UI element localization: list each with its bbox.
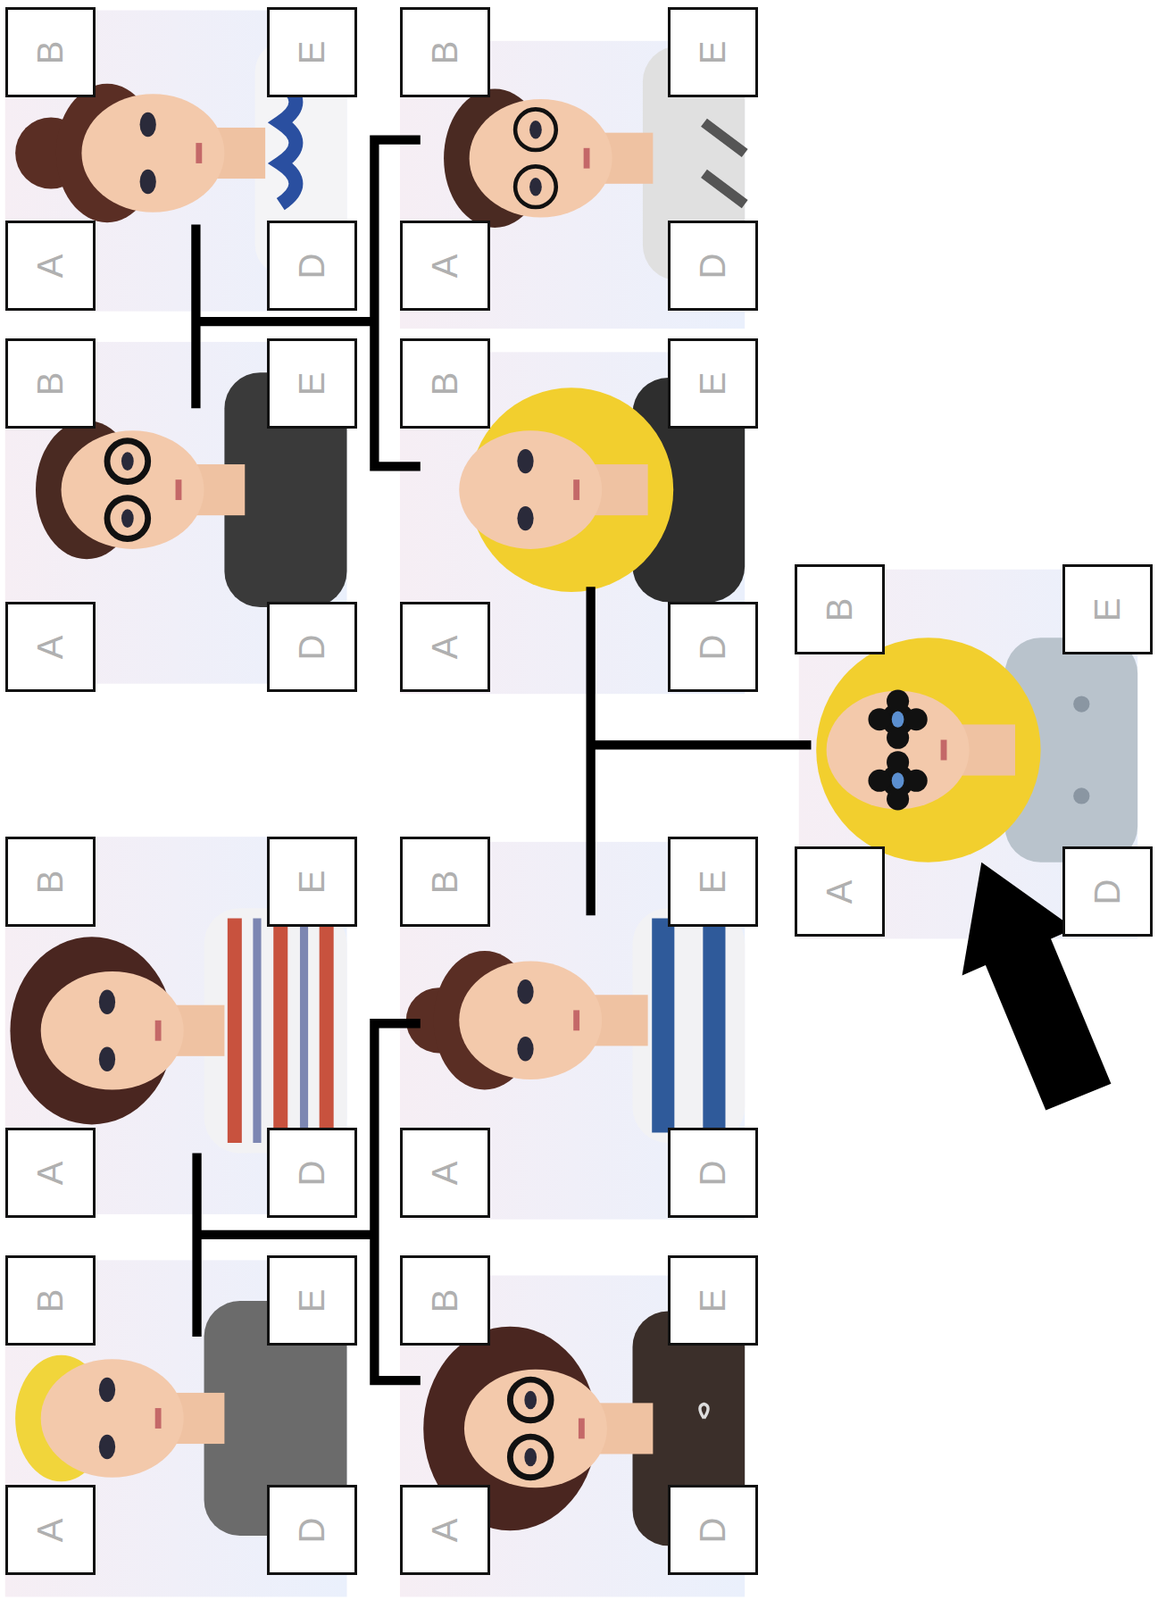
box-letter: D (694, 252, 731, 279)
letter-box: B (5, 338, 96, 429)
box-letter: B (33, 869, 69, 894)
box-letter: B (33, 1288, 69, 1313)
box-letter: B (427, 869, 464, 894)
box-letter: E (294, 40, 331, 65)
box-letter: A (427, 1160, 464, 1185)
portrait (5, 10, 348, 312)
letter-box: A (399, 220, 491, 311)
box-letter: B (33, 371, 69, 396)
letter-box: A (399, 1127, 491, 1218)
box-letter: E (1090, 597, 1126, 622)
letter-box: B (399, 836, 491, 927)
letter-box: D (266, 220, 358, 311)
letter-box: A (5, 1127, 96, 1218)
box-letter: D (293, 633, 330, 660)
letter-box: D (266, 1127, 358, 1218)
box-letter: B (427, 1288, 464, 1313)
letter-box: D (667, 601, 759, 692)
box-letter: A (33, 253, 69, 278)
letter-box: B (5, 7, 96, 98)
box-letter: A (427, 253, 464, 278)
box-letter: E (695, 1288, 732, 1313)
box-letter: E (695, 40, 732, 65)
box-letter: A (33, 1517, 69, 1542)
box-letter: A (33, 1160, 69, 1185)
box-letter: A (33, 634, 69, 659)
box-letter: E (294, 371, 331, 396)
box-letter: B (822, 597, 859, 622)
letter-box: E (1062, 564, 1153, 655)
box-letter: B (33, 40, 69, 65)
box-letter: D (694, 1159, 731, 1186)
letter-box: D (266, 1484, 358, 1575)
letter-box: B (399, 7, 491, 98)
box-letter: A (427, 1517, 464, 1542)
letter-box: D (266, 601, 358, 692)
box-letter: D (293, 252, 330, 279)
box-letter: D (293, 1159, 330, 1186)
letter-box: B (794, 564, 885, 655)
box-letter: D (293, 1516, 330, 1543)
letter-box: E (667, 1255, 759, 1346)
letter-box: A (5, 220, 96, 311)
letter-box: E (266, 7, 358, 98)
box-letter: E (294, 1288, 331, 1313)
letter-box: D (667, 1484, 759, 1575)
letter-box: E (667, 338, 759, 429)
box-letter: A (427, 634, 464, 659)
box-letter: A (822, 879, 859, 904)
box-letter: E (294, 869, 331, 894)
box-letter: D (1089, 878, 1125, 905)
box-letter: D (694, 633, 731, 660)
box-letter: D (694, 1516, 731, 1543)
letter-box: E (667, 836, 759, 927)
box-letter: E (695, 371, 732, 396)
letter-box: D (1062, 846, 1153, 937)
box-letter: B (427, 40, 464, 65)
box-letter: B (427, 371, 464, 396)
letter-box: A (794, 846, 885, 937)
letter-box: B (5, 1255, 96, 1346)
letter-box: B (399, 1255, 491, 1346)
letter-box: A (5, 601, 96, 692)
letter-box: A (5, 1484, 96, 1575)
letter-box: A (399, 1484, 491, 1575)
letter-box: B (399, 338, 491, 429)
letter-box: E (667, 7, 759, 98)
letter-box: E (266, 836, 358, 927)
box-letter: E (695, 869, 732, 894)
letter-box: E (266, 338, 358, 429)
pedigree-lines (195, 140, 811, 1382)
letter-box: D (667, 220, 759, 311)
letter-box: E (266, 1255, 358, 1346)
letter-box: B (5, 836, 96, 927)
letter-box: D (667, 1127, 759, 1218)
letter-box: A (399, 601, 491, 692)
